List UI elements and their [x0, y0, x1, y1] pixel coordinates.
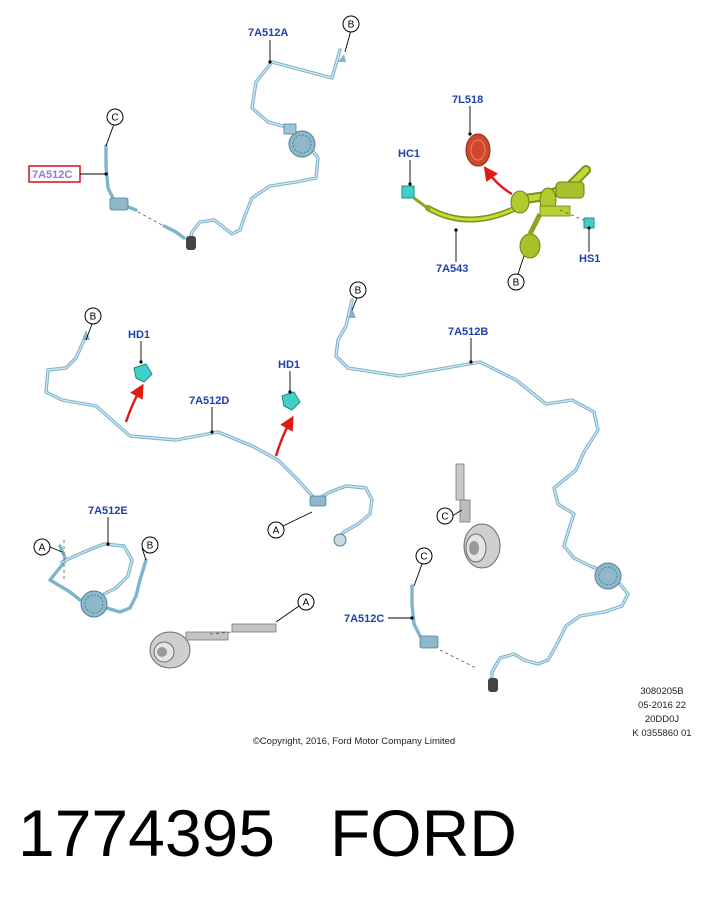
svg-text:7A543: 7A543 — [436, 263, 468, 275]
svg-text:20DD0J: 20DD0J — [645, 714, 680, 725]
label-7a512a: 7A512A — [248, 27, 288, 64]
svg-text:7A512C: 7A512C — [344, 613, 384, 625]
part-number: 1774395 — [18, 796, 275, 870]
svg-text:A: A — [273, 526, 280, 537]
callout-a-bottom: A — [275, 593, 315, 623]
callout-b-master: B — [507, 255, 525, 291]
svg-text:7L518: 7L518 — [452, 94, 483, 106]
pipe-assembly-7a512b — [334, 298, 630, 692]
svg-text:3080205B: 3080205B — [640, 686, 683, 697]
label-hc1: HC1 — [398, 148, 420, 186]
svg-text:7A512A: 7A512A — [248, 27, 288, 39]
master-cylinder-assembly — [425, 165, 591, 259]
svg-text:C: C — [111, 113, 118, 124]
red-arrow-hd1-right — [274, 415, 294, 457]
svg-text:A: A — [303, 598, 310, 609]
label-7a512b: 7A512B — [448, 326, 488, 364]
callout-c-top: C — [105, 108, 124, 147]
label-7l518: 7L518 — [452, 94, 483, 136]
callout-c-right-cylinder: C — [436, 507, 463, 525]
svg-text:A: A — [39, 543, 46, 554]
copyright-notice: ©Copyright, 2016, Ford Motor Company Lim… — [253, 736, 455, 747]
holder-hd1-right — [281, 391, 301, 411]
callout-a-mid: A — [267, 511, 313, 539]
svg-text:HD1: HD1 — [128, 329, 150, 341]
concentric-slave-cylinder-bottom — [149, 623, 277, 669]
drawing-metadata: 3080205B 05-2016 22 20DD0J K 0355860 01 — [632, 686, 691, 739]
svg-text:7A512E: 7A512E — [88, 505, 128, 517]
svg-text:B: B — [355, 286, 362, 297]
pipe-assembly-7a512d — [44, 330, 374, 547]
svg-text:B: B — [147, 541, 154, 552]
slave-cylinder-top — [283, 123, 316, 158]
label-7a543: 7A543 — [436, 228, 468, 275]
svg-text:HS1: HS1 — [579, 253, 600, 265]
svg-text:B: B — [513, 278, 520, 289]
label-7a512c-right: 7A512C — [344, 613, 414, 625]
hose-clip-hc1 — [401, 185, 431, 212]
svg-text:B: B — [90, 312, 97, 323]
red-arrow-cap — [483, 166, 513, 196]
slave-cylinder-bottom-left — [80, 590, 108, 618]
holder-hd1-left — [133, 363, 153, 383]
reservoir-cap — [465, 133, 491, 167]
svg-text:05-2016 22: 05-2016 22 — [638, 700, 686, 711]
callout-a-bottom-left: A — [33, 538, 63, 556]
svg-text:HD1: HD1 — [278, 359, 300, 371]
svg-text:7A512B: 7A512B — [448, 326, 488, 338]
svg-text:C: C — [441, 512, 448, 523]
svg-text:K 0355860 01: K 0355860 01 — [632, 728, 691, 739]
svg-text:C: C — [420, 552, 427, 563]
red-arrow-hd1-left — [124, 383, 144, 423]
label-7a512d: 7A512D — [189, 395, 229, 434]
svg-text:B: B — [348, 20, 355, 31]
callout-b-top: B — [342, 15, 360, 53]
label-hd1-right: HD1 — [278, 359, 300, 394]
part-number-footer: 1774395 FORD — [18, 795, 517, 871]
label-7a512c-boxed: 7A512C — [28, 165, 108, 183]
svg-text:7A512D: 7A512D — [189, 395, 229, 407]
callout-b-mid-left: B — [84, 307, 102, 341]
callout-c-right-pipe: C — [413, 547, 433, 587]
label-hd1-left: HD1 — [128, 329, 150, 364]
callout-b-right: B — [349, 281, 367, 311]
label-7a512e: 7A512E — [88, 505, 128, 546]
callout-b-bottom-left: B — [141, 536, 159, 561]
pipe-assembly-7a512e — [48, 540, 148, 618]
concentric-slave-cylinder-right — [455, 463, 501, 569]
slave-cylinder-right — [594, 562, 622, 590]
label-hs1: HS1 — [579, 226, 600, 265]
brand-name: FORD — [329, 796, 517, 870]
pipe-assembly-7a512a — [104, 48, 346, 250]
svg-text:HC1: HC1 — [398, 148, 420, 160]
svg-text:7A512C: 7A512C — [32, 169, 72, 181]
